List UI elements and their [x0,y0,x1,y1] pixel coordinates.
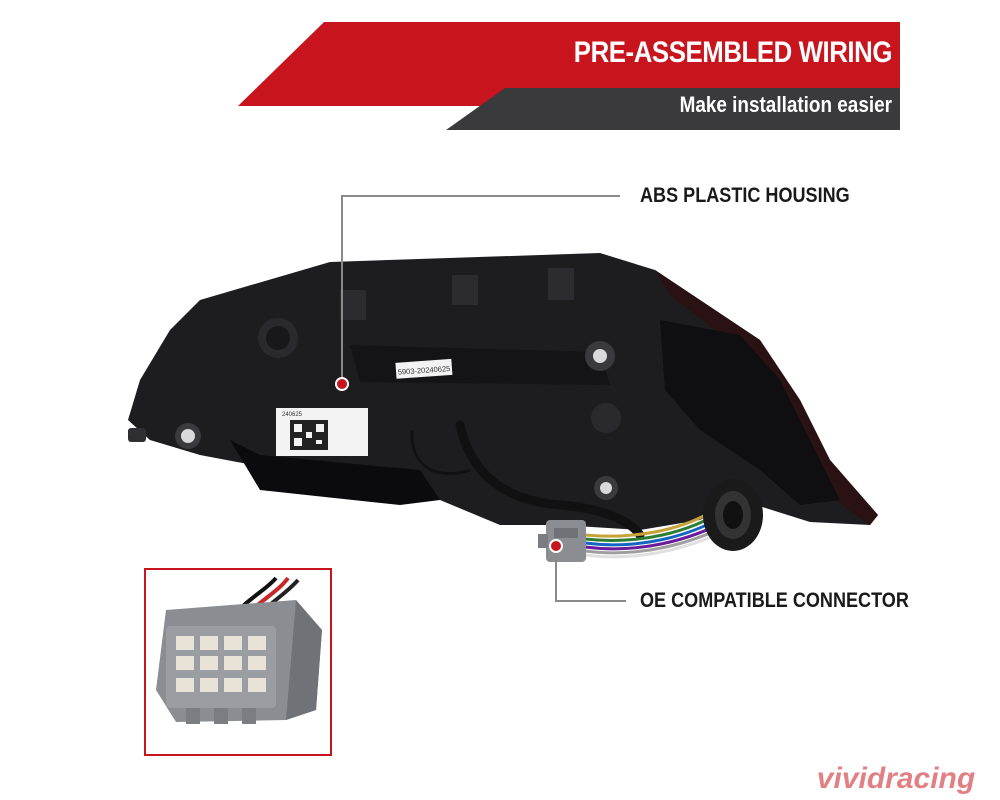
brand-watermark: vividracing [817,762,975,795]
headline-text: PRE-ASSEMBLED WIRING [573,36,893,69]
mounting-stud [593,349,607,363]
connector-closeup-inset [144,568,332,756]
mounting-stud [181,429,195,443]
lens-edge [655,270,878,525]
housing-callout-label: ABS PLASTIC HOUSING [640,184,850,207]
housing-boss [266,326,290,350]
housing-rib [548,268,574,300]
housing-rib [452,275,478,305]
connector-callout-line [555,546,626,602]
housing-callout-dot [335,377,349,391]
wire-loom [455,420,645,540]
mounting-stud [600,482,612,494]
qr-sticker: 240625 [276,408,368,456]
connector-closeup-image [156,576,322,724]
sticker-code-text: 5903-20240625 [397,364,450,377]
subline-banner [446,88,900,130]
brand-watermark-text: vividracing [817,762,975,795]
rubber-grommet [703,479,763,551]
connector-callout-label: OE COMPATIBLE CONNECTOR [640,589,909,612]
harness-connector [538,520,586,562]
connector-callout-dot [549,539,563,553]
wire-loom [410,429,471,476]
housing-recess [230,440,440,505]
housing-panel [660,320,840,505]
housing-callout-line [341,195,620,384]
qr-sticker-text: 240625 [282,412,303,418]
subline-text: Make installation easier [679,92,892,117]
housing-rib [340,290,366,320]
vent-nozzle [128,428,146,442]
part-number-sticker: 5903-20240625 [395,358,453,379]
housing-boss [591,403,621,433]
